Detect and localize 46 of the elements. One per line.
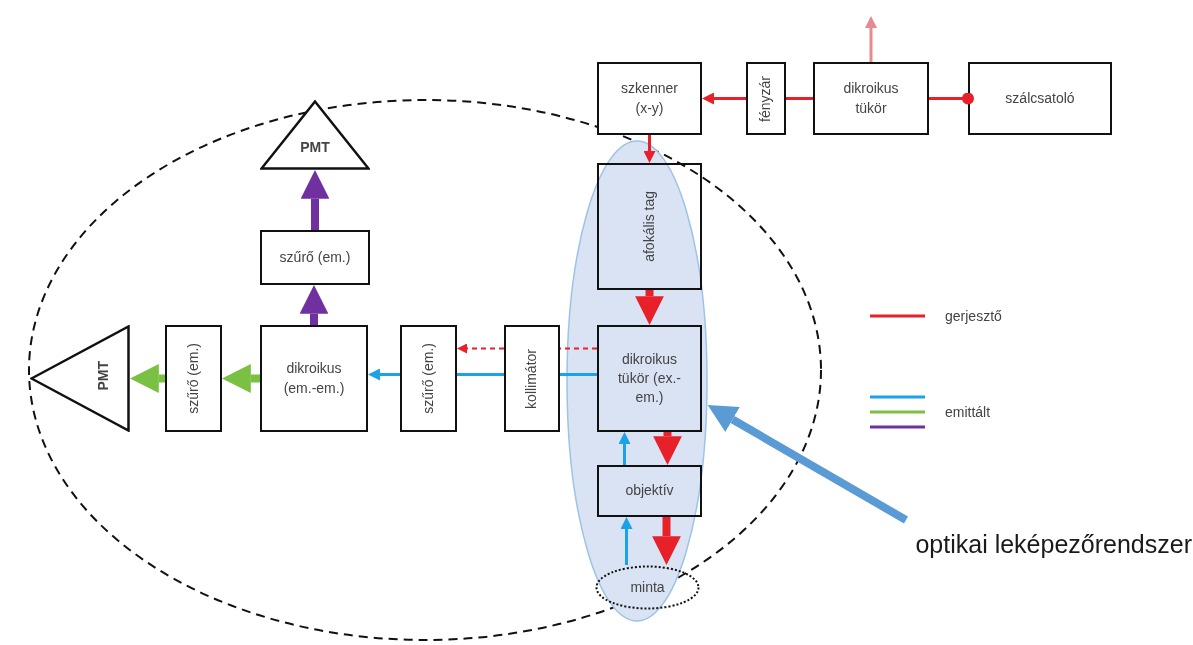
process-box bbox=[968, 62, 1112, 135]
process-box bbox=[260, 230, 370, 285]
process-box bbox=[597, 62, 702, 135]
legend-label: gerjesztő bbox=[945, 307, 1002, 326]
box-label: dikroikus tükör (ex.-em.) bbox=[617, 349, 682, 408]
beam-arrow bbox=[222, 364, 260, 393]
beam-arrow bbox=[618, 432, 631, 465]
optics-ellipse bbox=[566, 140, 708, 622]
box-label: objektív bbox=[625, 481, 674, 501]
beam-arrow bbox=[643, 135, 656, 163]
process-box bbox=[746, 62, 786, 135]
beam-arrow bbox=[300, 170, 330, 230]
box-label: PMT bbox=[94, 360, 112, 391]
sample-ellipse bbox=[595, 565, 700, 610]
beam-arrow bbox=[130, 364, 165, 393]
beam-arrow bbox=[457, 343, 505, 354]
process-box bbox=[597, 465, 702, 517]
box-label: dikroikus tükör bbox=[842, 79, 900, 118]
box-label: kollimátor bbox=[523, 348, 541, 409]
box-label: szkenner (x-y) bbox=[620, 79, 679, 118]
detector-triangle bbox=[260, 100, 370, 170]
box-label: szálcsatoló bbox=[1005, 88, 1075, 108]
box-label: szűrő (em.) bbox=[184, 343, 202, 414]
beam-arrow bbox=[299, 285, 329, 325]
box-label: fényzár bbox=[757, 75, 775, 122]
box-label: minta bbox=[630, 579, 665, 595]
beam-arrow bbox=[865, 16, 877, 62]
beam-arrow bbox=[620, 517, 633, 565]
process-box bbox=[504, 325, 560, 432]
box-label: dikroikus (em.-em.) bbox=[282, 359, 346, 398]
detector-triangle bbox=[30, 325, 130, 432]
process-box bbox=[400, 325, 457, 432]
process-box bbox=[260, 325, 368, 432]
legend-label: emittált bbox=[945, 403, 991, 422]
box-label: PMT bbox=[300, 139, 330, 155]
process-box bbox=[813, 62, 929, 135]
beam-arrow bbox=[368, 368, 400, 381]
process-box bbox=[597, 163, 702, 290]
process-box bbox=[165, 325, 222, 432]
pointer-arrow bbox=[707, 405, 908, 524]
process-box bbox=[597, 325, 702, 432]
system-caption: optikai leképezőrendszer bbox=[826, 522, 1192, 566]
beam-arrow bbox=[702, 92, 746, 105]
box-label: afokális tag bbox=[640, 191, 658, 262]
box-label: szűrő (em.) bbox=[419, 343, 437, 414]
box-label: szűrő (em.) bbox=[279, 247, 351, 267]
